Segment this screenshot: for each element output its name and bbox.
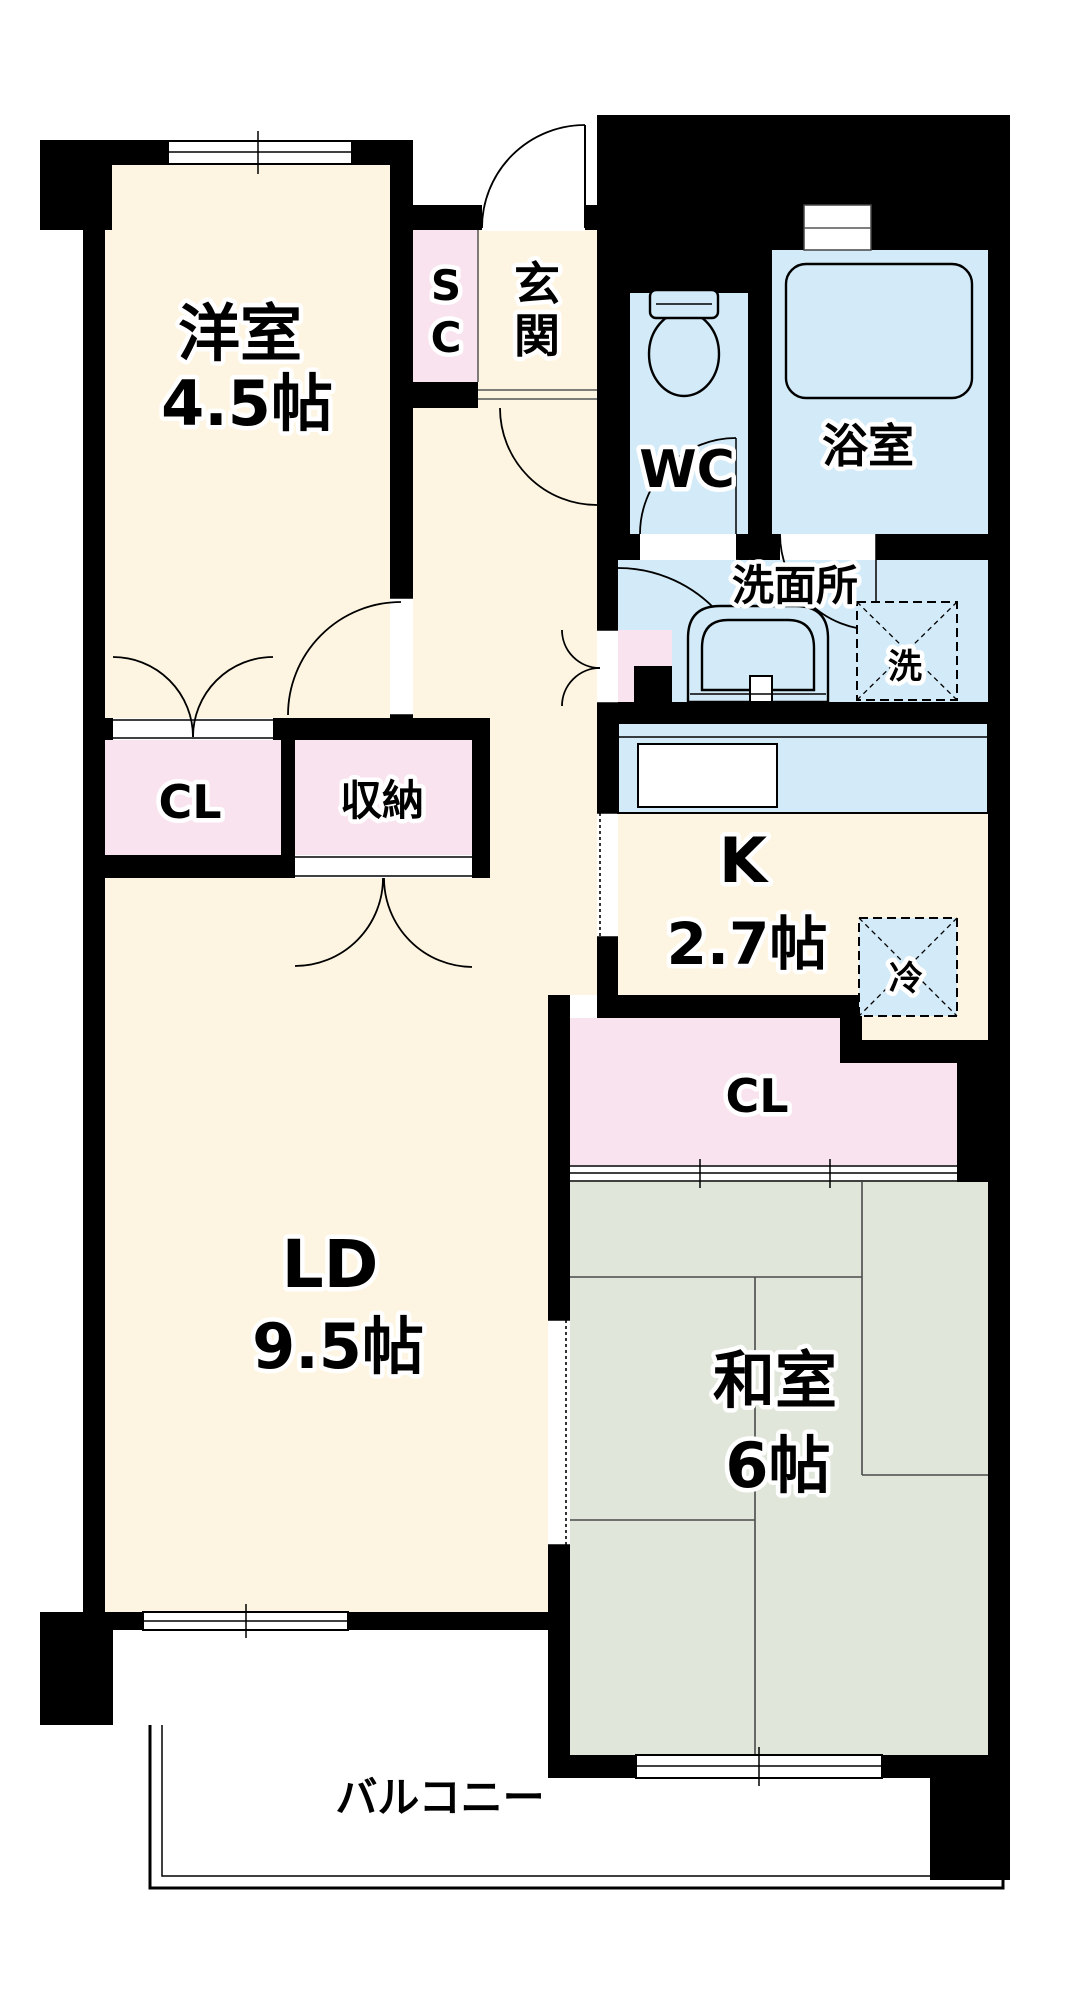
washroom-folding-door-arc <box>561 629 601 707</box>
shoe-closet-floor <box>413 230 478 382</box>
shoe-closet-label-s: S <box>431 261 461 310</box>
fusuma-door <box>548 1319 570 1546</box>
hall-door-arc <box>499 407 598 506</box>
sliding-door <box>597 812 618 938</box>
bathroom-label: 浴室 <box>822 419 914 473</box>
bedroom-door-gap <box>390 597 413 716</box>
washroom-door-strip <box>597 629 618 704</box>
storage-doors-arc <box>294 877 473 968</box>
entrance-step-lines <box>477 230 597 400</box>
living-dining-floor-strip <box>548 878 597 995</box>
room-floors <box>105 165 988 1755</box>
washitsu-balcony-window <box>635 1747 883 1786</box>
bath-window <box>803 204 872 251</box>
japanese-room-label: 和室 <box>713 1344 837 1417</box>
western-room-label: 洋室 <box>178 297 302 370</box>
washroom-label: 洗面所 <box>732 561 858 610</box>
storage-floor <box>295 740 472 855</box>
toilet-label: WC <box>639 440 735 500</box>
balcony-label: バルコニー <box>335 1773 544 1822</box>
fixtures <box>617 262 989 1017</box>
labels: 洋室 4.5帖 S C 玄 関 WC 浴室 洗面所 洗 CL 収納 K 2.7帖… <box>154 253 928 1827</box>
shoe-closet-label-c: C <box>431 313 462 362</box>
entrance-door-gap <box>482 204 585 231</box>
bathtub-icon <box>784 262 974 400</box>
japanese-room-size: 6帖 <box>725 1429 830 1502</box>
refrigerator-label: 冷 <box>889 959 923 999</box>
closet-east-floor <box>570 1018 957 1165</box>
windows-and-openings <box>113 131 957 1786</box>
bedroom-door-arc <box>287 601 402 716</box>
closet-east-label: CL <box>725 1069 788 1123</box>
entrance-door-arc <box>481 124 586 229</box>
balcony-outline <box>148 1725 1005 1890</box>
western-room-floor <box>105 165 390 718</box>
hallway-lower-floor <box>490 740 597 878</box>
kitchen-counter-icon <box>617 722 989 814</box>
storage-doors-opening <box>295 855 472 878</box>
living-dining-label: LD <box>282 1226 379 1303</box>
refrigerator-box <box>858 917 958 1017</box>
window <box>167 131 353 174</box>
kitchen-size: 2.7帖 <box>667 910 828 978</box>
living-dining-floor <box>105 878 548 1612</box>
washing-machine-label: 洗 <box>888 647 922 687</box>
western-room-size: 4.5帖 <box>161 367 333 440</box>
washbasin-icon <box>686 604 830 704</box>
closet-west-label: CL <box>158 775 221 829</box>
wc-door-arc <box>639 437 737 535</box>
entrance-floor <box>478 230 597 390</box>
washing-machine-box <box>856 601 958 701</box>
tatami-lines <box>570 1182 988 1755</box>
toilet-icon <box>647 288 721 398</box>
entrance-label-2: 関 <box>514 309 560 363</box>
ld-balcony-window <box>142 1604 349 1638</box>
hallway-upper-floor <box>413 408 597 740</box>
closet-west-floor <box>105 740 281 855</box>
entrance-label-1: 玄 <box>514 257 560 311</box>
closet-doors-arc <box>112 656 274 738</box>
kitchen-label: K <box>719 824 769 897</box>
living-dining-size: 9.5帖 <box>252 1310 424 1383</box>
storage-label: 収納 <box>340 776 424 825</box>
closet-fusuma <box>570 1159 957 1188</box>
